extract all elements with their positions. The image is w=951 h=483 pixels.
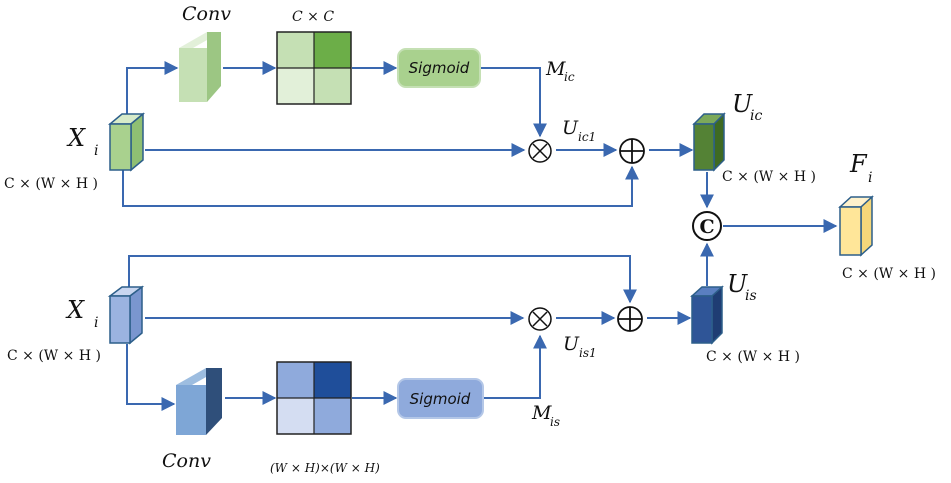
final-output-subscript: i <box>868 170 872 186</box>
bottom-map-symbol: M <box>531 402 552 424</box>
final-output-shape-label: C × (W × H ) <box>842 266 936 282</box>
bottom-add-operator <box>617 306 643 332</box>
top-map-symbol: M <box>545 58 566 80</box>
top-output-subscript: ic <box>750 108 762 124</box>
bottom-output-subscript: is <box>745 288 757 304</box>
top-sigmoid-label: Sigmoid <box>409 59 470 77</box>
bottom-conv-label: Conv <box>162 450 211 472</box>
bottom-mult-out-symbol: U <box>563 333 580 355</box>
concat-operator: C <box>692 211 722 241</box>
bottom-input-subscript: i <box>94 315 98 331</box>
top-attention-matrix <box>276 31 352 105</box>
bottom-multiply-operator <box>528 307 552 331</box>
bottom-output-shape-label: C × (W × H ) <box>706 349 800 365</box>
top-conv-label: Conv <box>182 3 231 25</box>
top-conv-block <box>179 32 221 102</box>
top-mult-out-subscript: ic1 <box>578 130 596 144</box>
top-mult-out-symbol: U <box>562 117 579 139</box>
bottom-attention-matrix <box>276 361 352 435</box>
top-input-symbol: X <box>66 124 86 152</box>
bottom-output-symbol: U <box>727 270 748 298</box>
bottom-conv-block <box>176 368 222 435</box>
top-output-symbol: U <box>732 90 753 118</box>
top-matrix-label: C × C <box>292 9 334 25</box>
bottom-output-feature-block <box>690 285 724 345</box>
bottom-map-subscript: is <box>550 415 560 429</box>
bottom-flow-lines <box>126 242 714 411</box>
top-flow-lines <box>122 61 714 209</box>
top-input-feature-block <box>107 112 146 172</box>
bottom-input-symbol: X <box>65 296 85 324</box>
top-input-subscript: i <box>94 143 98 159</box>
top-input-shape-label: C × (W × H ) <box>4 176 98 192</box>
bottom-input-shape-label: C × (W × H ) <box>7 348 101 364</box>
bottom-sigmoid-label: Sigmoid <box>410 390 471 408</box>
top-multiply-operator <box>528 139 552 163</box>
top-sigmoid-box <box>397 48 481 88</box>
top-output-feature-block <box>692 112 726 172</box>
top-add-operator <box>619 138 645 164</box>
concat-symbol: C <box>699 216 714 238</box>
top-output-shape-label: C × (W × H ) <box>722 169 816 185</box>
final-output-feature-block <box>838 195 874 257</box>
bottom-input-feature-block <box>107 285 145 345</box>
bottom-matrix-label: (W × H)×(W × H) <box>270 461 380 475</box>
top-map-subscript: ic <box>564 70 575 84</box>
final-output-symbol: F <box>849 150 868 178</box>
bottom-sigmoid-box <box>397 378 484 419</box>
bottom-mult-out-subscript: is1 <box>579 346 597 360</box>
